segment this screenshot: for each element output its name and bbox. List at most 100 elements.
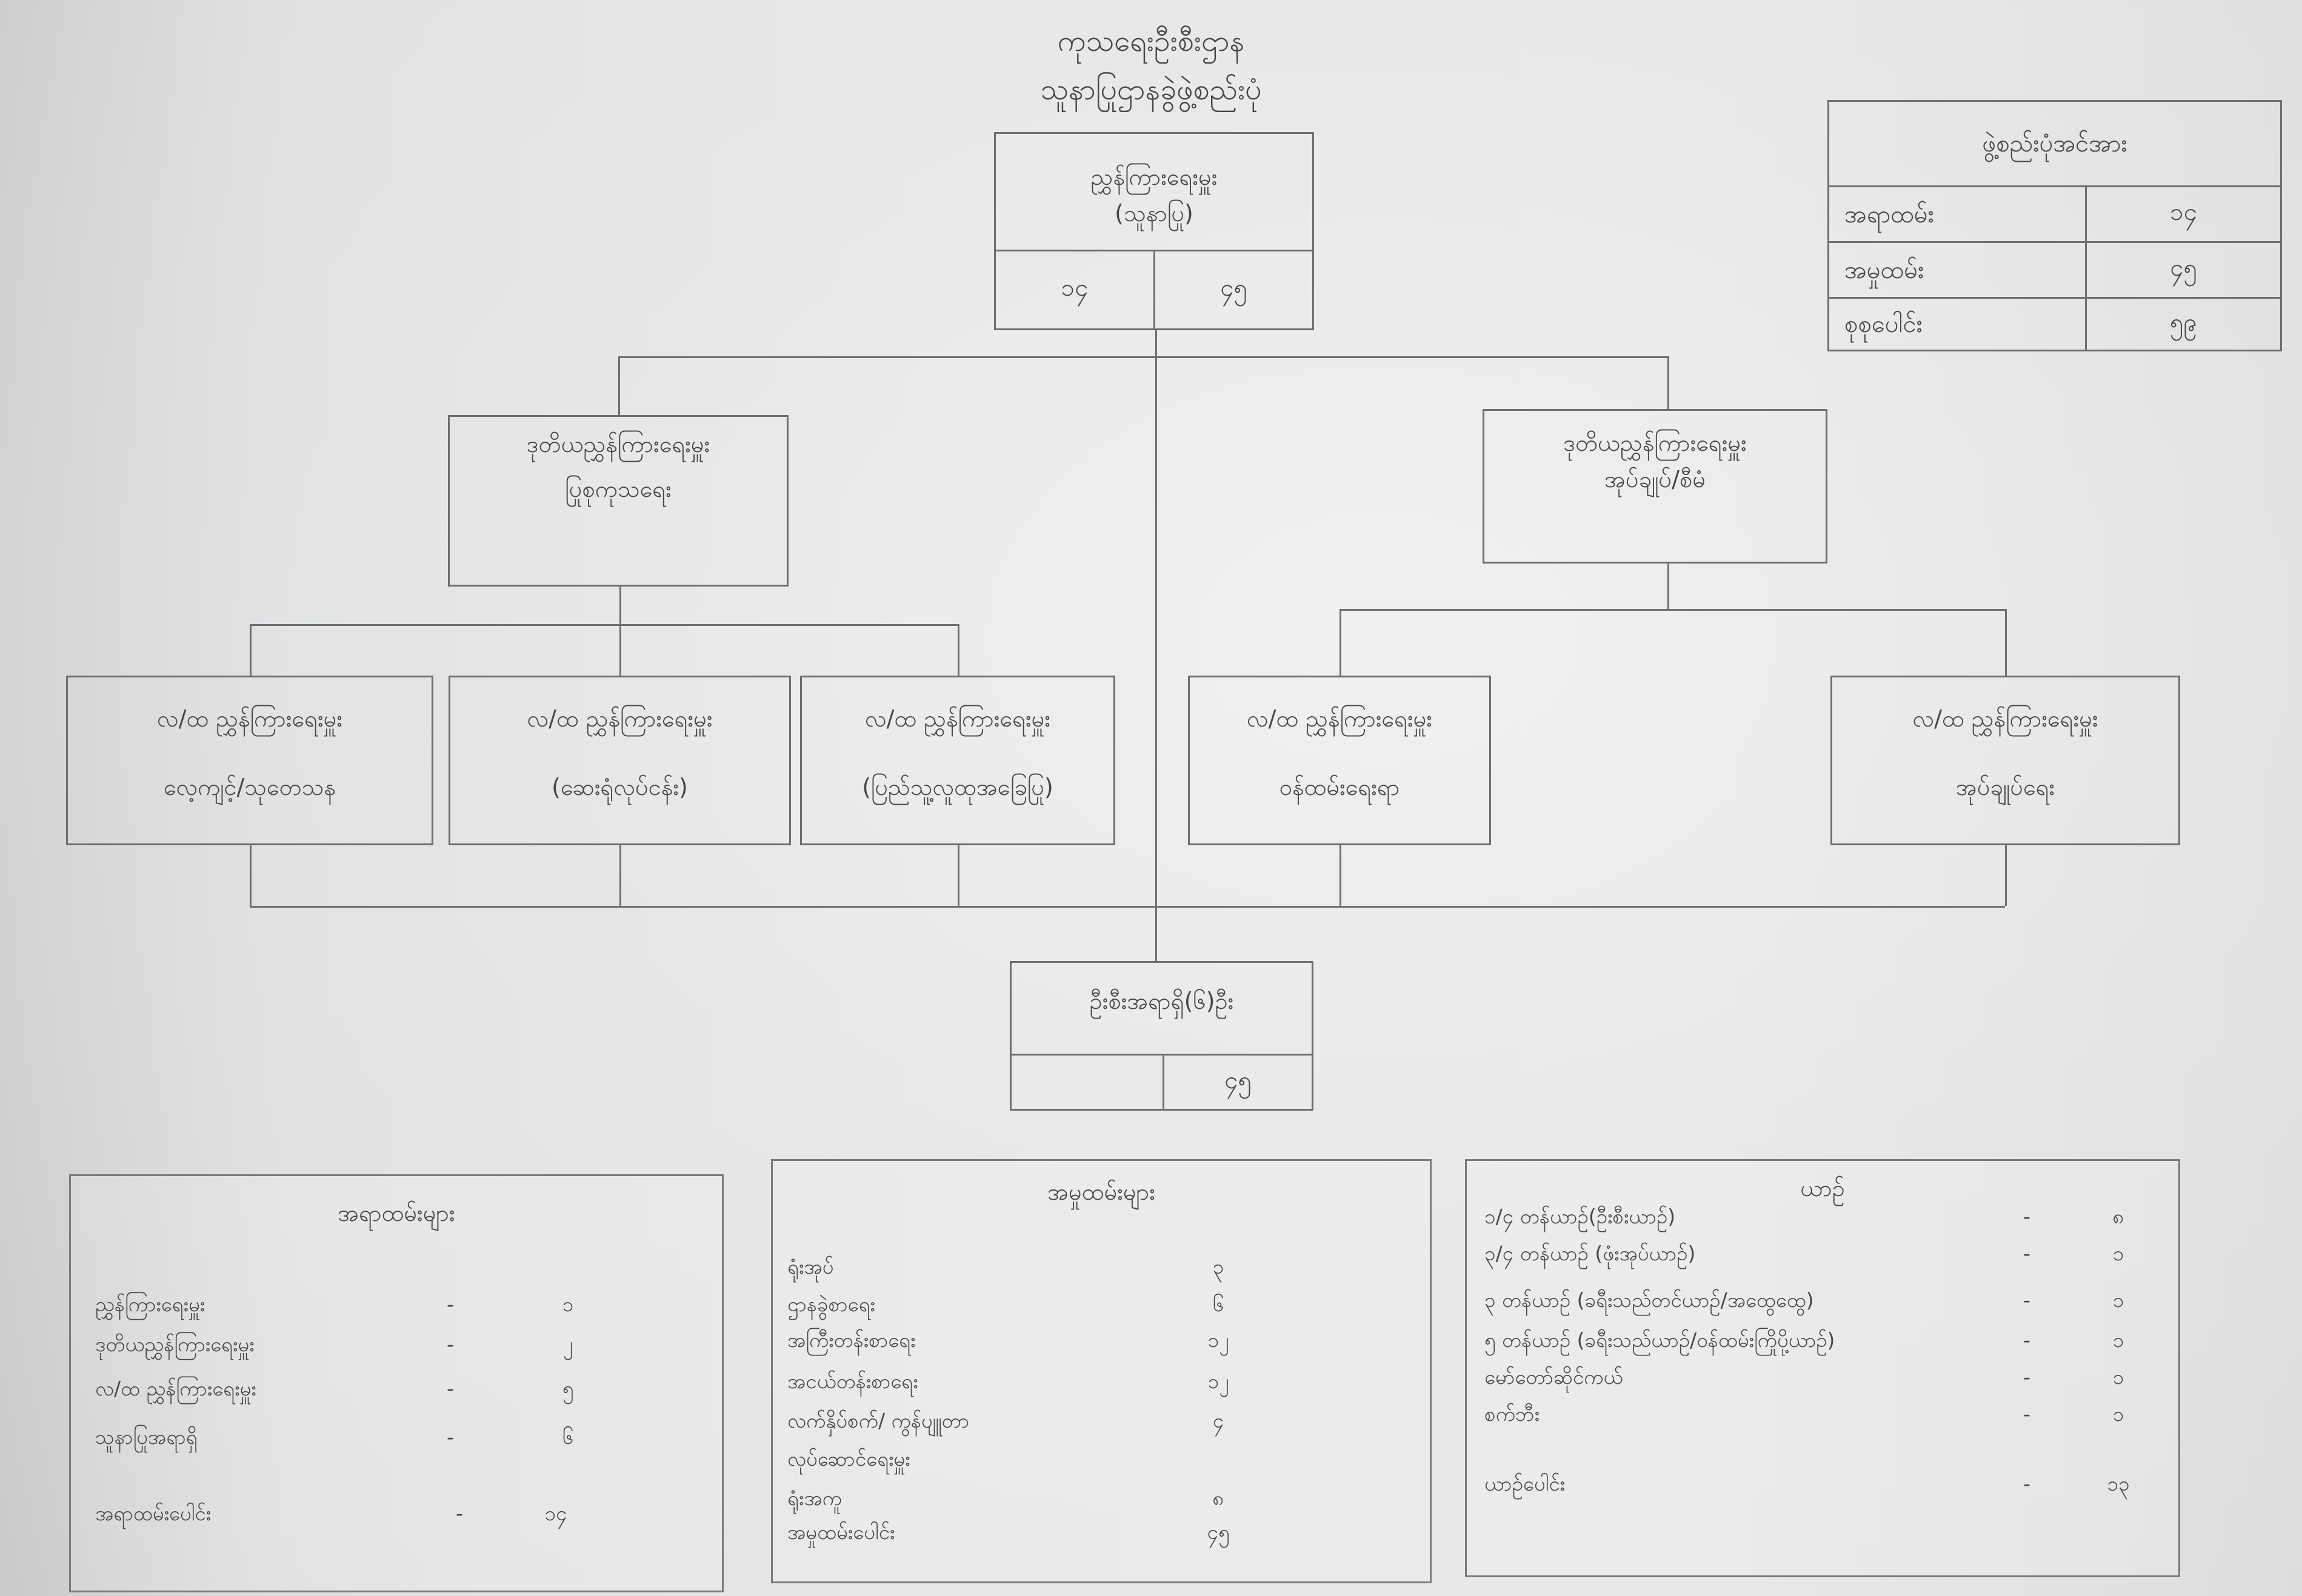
connector-director-trunk: [1155, 330, 1157, 961]
connector-ad4-drop: [1339, 609, 1341, 676]
director-staff-value: ၄၅: [1220, 274, 1247, 302]
strength-table-header-label: ဖွဲ့စည်းပုံအင်အား: [1982, 130, 2127, 158]
nursing-officer-left-cell: [1012, 1054, 1164, 1109]
list-item-value: ၁: [562, 1292, 574, 1316]
connector-ad5-drop: [2005, 609, 2007, 676]
list-item-separator: -: [447, 1292, 454, 1316]
director-officers-value: ၁၄: [1061, 274, 1089, 302]
list-item-separator: -: [2023, 1288, 2030, 1312]
assistant-director-box-personnel: လ/ထ ညွှန်ကြားရေးမှူး ဝန်ထမ်းရေးရာ: [1188, 676, 1491, 845]
connector-ad4-up: [1339, 845, 1341, 906]
nursing-officer-box: ဦးစီးအရာရှိ(၆)ဦး ၄၅: [1010, 961, 1313, 1111]
list-item-separator: -: [447, 1377, 454, 1400]
deputy-director-unit: အုပ်ချုပ်/စီမံ: [1604, 466, 1706, 493]
list-item-value: ၆: [1212, 1292, 1224, 1316]
list-total-label: အရာထမ်းပေါင်း: [95, 1501, 212, 1525]
list-item-value: ၁: [2112, 1328, 2124, 1352]
list-item: စက်ဘီး - ၁: [1467, 1401, 2178, 1428]
connector-ad3-up: [958, 845, 959, 906]
deputy-director-unit: ပြုစုကုသရေး: [565, 476, 672, 502]
list-item-value: ၁: [2112, 1402, 2124, 1426]
list-item-separator: -: [2023, 1205, 2030, 1228]
strength-row-value: ၁၄: [2170, 198, 2197, 226]
assistant-director-title: လ/ထ ညွှန်ကြားရေးမှူး: [157, 705, 342, 732]
connector-left-branch-bus: [250, 624, 958, 626]
assistant-director-title: လ/ထ ညွှန်ကြားရေးမှူး: [527, 705, 713, 732]
list-item: ရုံးအုပ် ၃: [773, 1254, 1430, 1280]
list-item-value: ၁၂: [1207, 1328, 1229, 1352]
list-item-label-line2: လုပ်ဆောင်ရေးမှူး: [787, 1447, 910, 1471]
list-item-label: ဒုတိယညွှန်ကြားရေးမှူး: [95, 1332, 255, 1356]
director-box: ညွှန်ကြားရေးမှူး (သူနာပြု) ၁၄ ၄၅: [994, 132, 1314, 330]
strength-row-value: ၅၉: [2170, 308, 2197, 336]
list-item-label: ၅ တန်ယာဉ် (ခရီးသည်ယာဉ်/ဝန်ထမ်းကြိုပို့ယာ…: [1484, 1328, 1835, 1352]
deputy-director-box-nursing: ဒုတိယညွှန်ကြားရေးမှူး ပြုစုကုသရေး: [448, 415, 789, 587]
list-item-label: လ/ထ ညွှန်ကြားရေးမှူး: [95, 1377, 256, 1400]
strength-row-label: အမှုထမ်း: [1829, 243, 2087, 297]
list-item-label: ညွှန်ကြားရေးမှူး: [95, 1292, 205, 1316]
list-item: မော်တော်ဆိုင်ကယ် - ၁: [1467, 1364, 2178, 1391]
list-item-value: ၁: [2112, 1365, 2124, 1389]
list-item-continued: လုပ်ဆောင်ရေးမှူး: [773, 1446, 1430, 1472]
strength-row-officers: အရာထမ်း ၁၄: [1829, 185, 2280, 241]
deputy-director-title: ဒုတိယညွှန်ကြားရေးမှူး: [1563, 430, 1747, 456]
list-item: ၁/၄ တန်ယာဉ်(ဦးစီးယာဉ်) - ၈: [1467, 1203, 2178, 1230]
vehicles-panel: ယာဉ် ၁/၄ တန်ယာဉ်(ဦးစီးယာဉ်) - ၈ ၃/၄ တန်ယ…: [1465, 1159, 2180, 1577]
assistant-director-unit: ဝန်ထမ်းရေးရာ: [1279, 774, 1400, 800]
list-item-separator: -: [2023, 1242, 2030, 1265]
list-item-label: ၃ တန်ယာဉ် (ခရီးသည်တင်ယာဉ်/အထွေထွေ): [1484, 1288, 1814, 1312]
list-item-label: အကြီးတန်းစာရေး: [787, 1328, 916, 1352]
list-item-value: ၁: [2112, 1242, 2124, 1265]
list-item-separator: -: [2023, 1328, 2030, 1352]
deputy-director-box-admin: ဒုတိယညွှန်ကြားရေးမှူး အုပ်ချုပ်/စီမံ: [1483, 409, 1827, 564]
list-item: ဌာနခွဲစာရေး ၆: [773, 1291, 1430, 1318]
list-item-value: ၁၂: [1207, 1369, 1229, 1393]
list-total-separator: -: [2023, 1472, 2030, 1495]
assistant-director-box-training: လ/ထ ညွှန်ကြားရေးမှူး လေ့ကျင့်/သုတေသန: [66, 676, 433, 845]
connector-ad1-drop: [250, 624, 252, 676]
list-item-value: ၈: [2112, 1205, 2124, 1228]
connector-bottom-bus: [250, 906, 2005, 908]
assistant-director-unit: အုပ်ချုပ်ရေး: [1955, 774, 2055, 800]
deputy-director-title: ဒုတိယညွှန်ကြားရေးမှူး: [526, 431, 710, 457]
list-item-label: သူနာပြုအရာရှိ: [95, 1425, 198, 1449]
vehicles-panel-title: ယာဉ်: [1800, 1175, 1845, 1202]
connector-deputy-left-drop: [618, 356, 620, 415]
strength-table-header: ဖွဲ့စည်းပုံအင်အား: [1829, 102, 2280, 185]
list-item-label: မော်တော်ဆိုင်ကယ်: [1484, 1365, 1623, 1389]
officers-panel: အရာထမ်းများ ညွှန်ကြားရေးမှူး - ၁ ဒုတိယညွ…: [69, 1174, 724, 1592]
list-item: အငယ်တန်းစာရေး ၁၂: [773, 1368, 1430, 1395]
list-item: ရုံးအကူ ၈: [773, 1485, 1430, 1512]
list-item: ၅ တန်ယာဉ် (ခရီးသည်ယာဉ်/ဝန်ထမ်းကြိုပို့ယာ…: [1467, 1327, 2178, 1354]
list-total-value: ၁၃: [2107, 1472, 2130, 1495]
nursing-officer-title: ဦးစီးအရာရှိ(၆)ဦး: [1089, 988, 1234, 1014]
list-item-value: ၆: [562, 1425, 574, 1449]
strength-row-label: အရာထမ်း: [1829, 187, 2087, 241]
assistant-director-box-community: လ/ထ ညွှန်ကြားရေးမှူး (ပြည်သူ့လူထုအခြေပြု…: [800, 676, 1115, 845]
assistant-director-title: လ/ထ ညွှန်ကြားရေးမှူး: [1247, 705, 1432, 732]
list-item: ၃ တန်ယာဉ် (ခရီးသည်တင်ယာဉ်/အထွေထွေ) - ၁: [1467, 1287, 2178, 1314]
list-total-separator: -: [456, 1501, 463, 1525]
staff-panel: အမှုထမ်းများ ရုံးအုပ် ၃ ဌာနခွဲစာရေး ၆ အက…: [771, 1159, 1432, 1583]
connector-deputy-right-drop: [1667, 356, 1669, 409]
list-item-label: ဌာနခွဲစာရေး: [787, 1292, 875, 1316]
list-item-label: ရုံးအုပ်: [787, 1255, 834, 1278]
assistant-director-unit: (ဆေးရုံလုပ်ငန်း): [552, 774, 688, 800]
nursing-officer-staff-cell: ၄၅: [1164, 1054, 1312, 1109]
list-item: လက်နှိပ်စက်/ ကွန်ပျူတာ ၄: [773, 1408, 1430, 1434]
strength-row-total: စုစုပေါင်း ၅၉: [1829, 297, 2280, 350]
list-total-label: အမှုထမ်းပေါင်း: [787, 1520, 895, 1544]
assistant-director-unit: (ပြည်သူ့လူထုအခြေပြု): [862, 774, 1053, 800]
list-item-value: ၃: [1212, 1255, 1224, 1278]
connector-ad3-drop: [958, 624, 959, 676]
list-item: အကြီးတန်းစာရေး ၁၂: [773, 1327, 1430, 1354]
list-item-label: လက်နှိပ်စက်/ ကွန်ပျူတာ: [787, 1409, 970, 1432]
connector-right-branch-bus: [1339, 609, 2005, 611]
list-item-label: စက်ဘီး: [1484, 1402, 1540, 1426]
list-item-separator: -: [2023, 1365, 2030, 1389]
staff-panel-title: အမှုထမ်းများ: [1047, 1179, 1155, 1205]
assistant-director-unit: လေ့ကျင့်/သုတေသန: [163, 774, 336, 800]
list-total-value: ၁၄: [544, 1501, 567, 1525]
list-item: လ/ထ ညွှန်ကြားရေးမှူး - ၅: [71, 1375, 722, 1402]
